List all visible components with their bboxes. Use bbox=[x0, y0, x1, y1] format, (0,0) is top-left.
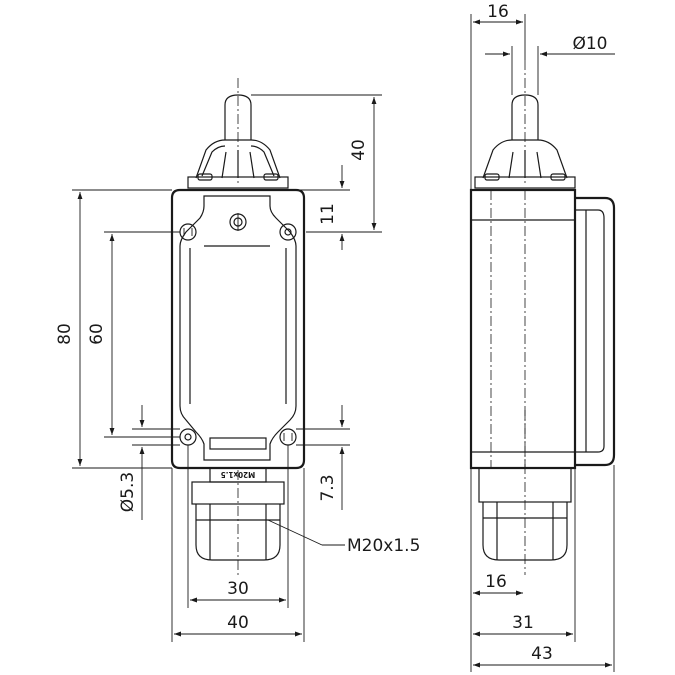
side-view: 16 Ø10 16 31 43 bbox=[469, 2, 616, 672]
dim-side-diameter-label: Ø10 bbox=[572, 34, 607, 54]
dim-11-label: 11 bbox=[318, 203, 338, 225]
dim-11: 11 bbox=[290, 165, 350, 250]
mounting-hole-bottom-right bbox=[279, 428, 297, 446]
dim-80: 80 bbox=[55, 189, 172, 469]
mounting-hole-bottom-left bbox=[179, 428, 197, 446]
mounting-hole-top-right bbox=[279, 223, 297, 241]
dim-60-label: 60 bbox=[87, 323, 107, 345]
dim-hole-diameter: Ø5.3 bbox=[118, 405, 180, 520]
dim-40-vertical: 40 bbox=[251, 94, 382, 233]
front-view: M20x1.5 bbox=[55, 78, 420, 642]
dim-80-label: 80 bbox=[55, 323, 75, 345]
mounting-holes bbox=[179, 223, 297, 446]
dim-side-16-bottom: 16 bbox=[470, 468, 523, 672]
side-housing bbox=[469, 188, 616, 470]
mounting-hole-top-left bbox=[179, 223, 197, 241]
dim-side-16-bottom-label: 16 bbox=[485, 572, 507, 592]
dim-7-3-label: 7.3 bbox=[318, 474, 338, 501]
side-cable-gland bbox=[478, 410, 572, 575]
dim-side-43: 43 bbox=[473, 465, 615, 672]
dim-60: 60 bbox=[87, 231, 180, 438]
cable-gland bbox=[191, 470, 285, 575]
dim-7-3: 7.3 bbox=[296, 405, 350, 510]
actuator-plunger bbox=[187, 78, 289, 189]
dim-side-16-top: 16 bbox=[470, 2, 526, 190]
dim-30: 30 bbox=[187, 445, 289, 608]
side-actuator bbox=[474, 60, 576, 189]
dim-40-horizontal-label: 40 bbox=[227, 613, 249, 633]
dim-hole-diameter-label: Ø5.3 bbox=[118, 472, 138, 512]
thread-label: M20x1.5 bbox=[347, 536, 420, 556]
dim-30-label: 30 bbox=[227, 579, 249, 599]
dim-side-31-label: 31 bbox=[512, 613, 534, 633]
dim-side-43-label: 43 bbox=[531, 644, 553, 664]
dim-side-31: 31 bbox=[473, 468, 576, 642]
dim-side-16-top-label: 16 bbox=[487, 2, 509, 22]
dim-side-diameter: Ø10 bbox=[485, 34, 615, 95]
thread-callout: M20x1.5 bbox=[267, 519, 420, 556]
dim-40-horizontal: 40 bbox=[171, 468, 305, 642]
dim-40-vertical-label: 40 bbox=[349, 139, 369, 161]
